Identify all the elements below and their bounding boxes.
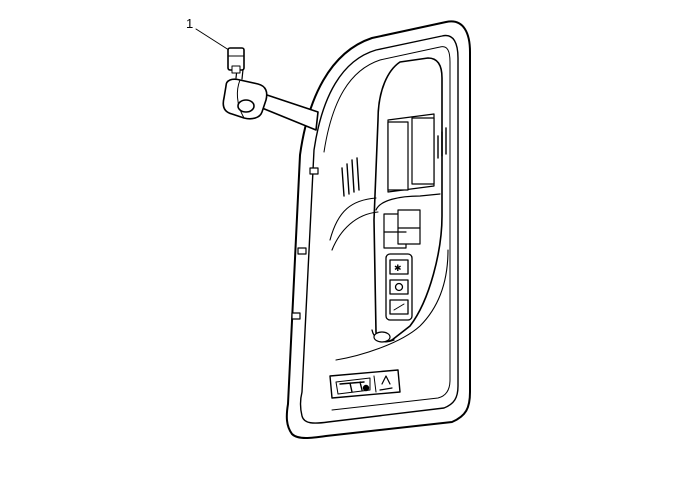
fastener-stud — [291, 312, 301, 320]
seat-belt-symbol — [379, 375, 393, 391]
panel-contour — [329, 197, 449, 361]
mirror-switch — [389, 259, 409, 275]
panel-fasteners — [291, 167, 319, 320]
speaker-grille-right — [437, 127, 447, 159]
window-switch — [397, 209, 421, 245]
label-plate — [329, 369, 401, 399]
wiring-harness — [222, 59, 319, 131]
fastener-stud — [297, 247, 307, 255]
window-switch-panel — [383, 209, 421, 249]
storage-pocket-left — [387, 121, 409, 191]
control-strip: ✱ — [385, 253, 413, 321]
callout-label-1: 1 — [186, 16, 194, 31]
bezel-release-button — [373, 331, 391, 343]
seat-switch — [389, 279, 409, 295]
electrical-connector — [227, 47, 245, 74]
svg-text:✱: ✱ — [394, 264, 402, 274]
callout-leader-line — [195, 28, 233, 53]
storage-pocket-right — [411, 117, 435, 185]
fastener-stud — [309, 167, 319, 175]
speaker-grille-left — [341, 157, 360, 197]
